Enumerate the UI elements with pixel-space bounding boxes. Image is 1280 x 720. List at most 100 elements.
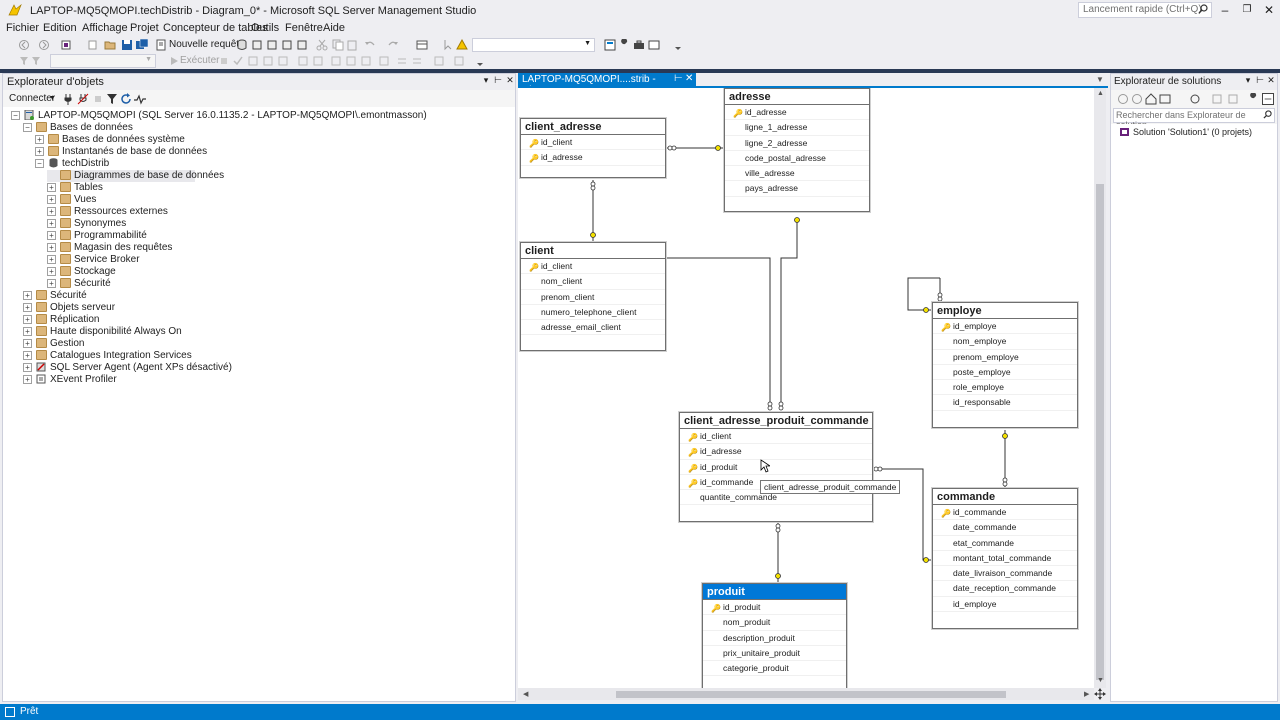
horizontal-scroll-thumb[interactable]: [616, 691, 1006, 698]
back-icon[interactable]: [1117, 93, 1129, 105]
results-grid-icon[interactable]: [416, 39, 428, 51]
table-column[interactable]: categorie_produit: [703, 661, 846, 677]
save-all-icon[interactable]: [136, 39, 148, 51]
pending-changes-icon[interactable]: [1189, 93, 1201, 105]
back-icon[interactable]: [18, 39, 30, 51]
tab-close-icon[interactable]: ✕: [685, 73, 694, 84]
table-column[interactable]: etat_commande: [933, 536, 1077, 551]
query-design-icon[interactable]: [262, 55, 274, 67]
new-query-icon[interactable]: [155, 39, 167, 51]
toolbar-options-icon[interactable]: [672, 39, 684, 51]
table-column[interactable]: date_commande: [933, 520, 1077, 536]
connect-dropdown-icon[interactable]: ▼: [49, 95, 56, 102]
expand-icon[interactable]: +: [35, 147, 44, 156]
expand-icon[interactable]: +: [47, 183, 56, 192]
available-databases-select[interactable]: ▼: [50, 54, 156, 68]
filter-icon[interactable]: [106, 93, 118, 105]
toolbar2-options-icon[interactable]: [474, 55, 486, 67]
new-project-icon[interactable]: [60, 39, 72, 51]
table-column[interactable]: id_employe: [933, 597, 1077, 613]
scroll-left-icon[interactable]: ◀: [523, 691, 529, 698]
expand-icon[interactable]: +: [47, 207, 56, 216]
diagram-canvas[interactable]: adresse 🔑id_adresse ligne_1_adresse lign…: [518, 88, 1094, 688]
table-column[interactable]: adresse_email_client: [521, 320, 665, 336]
expand-icon[interactable]: +: [23, 375, 32, 384]
cut-icon[interactable]: [316, 39, 328, 51]
save-icon[interactable]: [121, 39, 133, 51]
scroll-up-icon[interactable]: ▲: [1097, 90, 1104, 97]
pane-dropdown-icon[interactable]: ▾: [483, 75, 489, 85]
table-client-adresse-produit-commande[interactable]: client_adresse_produit_commande 🔑id_clie…: [678, 411, 874, 523]
preview-icon[interactable]: [1262, 93, 1274, 105]
table-column[interactable]: 🔑id_commande: [933, 505, 1077, 521]
table-column[interactable]: montant_total_commande: [933, 551, 1077, 567]
table-column[interactable]: nom_produit: [703, 615, 846, 631]
minimize-button[interactable]: –: [1221, 3, 1229, 17]
table-column[interactable]: prenom_client: [521, 290, 665, 305]
solution-search-input[interactable]: Rechercher dans Explorateur de solution: [1113, 108, 1275, 130]
table-column[interactable]: description_produit: [703, 631, 846, 646]
menu-projet[interactable]: Projet: [130, 22, 159, 34]
activity-monitor-icon[interactable]: [134, 93, 146, 105]
expand-icon[interactable]: +: [23, 303, 32, 312]
collapse-icon[interactable]: −: [35, 159, 44, 168]
menu-fichier[interactable]: Fichier: [6, 22, 40, 34]
table-column[interactable]: 🔑id_adresse: [680, 444, 872, 460]
expand-icon[interactable]: +: [23, 339, 32, 348]
display-plan-icon[interactable]: [247, 55, 259, 67]
refresh-icon[interactable]: [120, 93, 132, 105]
expand-icon[interactable]: +: [23, 315, 32, 324]
execute-icon[interactable]: [168, 55, 180, 67]
tab-pin-icon[interactable]: ⊢: [674, 73, 683, 84]
cursor-icon[interactable]: [442, 39, 454, 51]
table-column[interactable]: 🔑id_produit: [703, 600, 846, 616]
table-column[interactable]: prix_unitaire_produit: [703, 646, 846, 662]
dmx-query-icon[interactable]: [281, 39, 293, 51]
expand-icon[interactable]: +: [23, 363, 32, 372]
table-column[interactable]: ligne_1_adresse: [725, 120, 869, 136]
table-client-adresse[interactable]: client_adresse 🔑id_client 🔑id_adresse: [519, 117, 667, 179]
new-query-button[interactable]: Nouvelle requête: [169, 39, 245, 50]
close-pane-icon[interactable]: ✕: [1267, 75, 1275, 85]
expand-icon[interactable]: +: [47, 219, 56, 228]
expand-icon[interactable]: +: [23, 351, 32, 360]
vertical-scroll-thumb[interactable]: [1096, 184, 1104, 680]
indent-icon[interactable]: [411, 55, 423, 67]
table-column[interactable]: 🔑id_adresse: [521, 150, 665, 166]
relation-line[interactable]: [780, 218, 798, 408]
execute-button[interactable]: Exécuter: [180, 55, 220, 66]
open-file-icon[interactable]: [104, 39, 116, 51]
paste-icon[interactable]: [346, 39, 358, 51]
comment-out-icon[interactable]: [453, 55, 465, 67]
xmla-query-icon[interactable]: [296, 39, 308, 51]
menu-outils[interactable]: Outils: [251, 22, 280, 34]
client-stats-icon[interactable]: [312, 55, 324, 67]
close-pane-icon[interactable]: ✕: [506, 75, 514, 85]
connect-button[interactable]: Connecter: [9, 93, 56, 104]
forward-icon[interactable]: [38, 39, 50, 51]
table-column[interactable]: id_responsable: [933, 395, 1077, 411]
sync-icon[interactable]: [1211, 93, 1223, 105]
table-column[interactable]: nom_client: [521, 274, 665, 290]
expand-icon[interactable]: +: [47, 267, 56, 276]
tab-diagram[interactable]: LAPTOP-MQ5QMOPI....strib - Diagram_0* ⊢ …: [518, 73, 696, 96]
table-column[interactable]: 🔑id_produit: [680, 460, 872, 475]
table-column[interactable]: ligne_2_adresse: [725, 136, 869, 151]
table-column[interactable]: prenom_employe: [933, 350, 1077, 365]
specify-values-icon[interactable]: [433, 55, 445, 67]
pane-dropdown-icon[interactable]: ▾: [1245, 75, 1251, 85]
expand-icon[interactable]: +: [47, 243, 56, 252]
stop-icon[interactable]: [92, 93, 104, 105]
properties-window-icon[interactable]: [604, 39, 616, 51]
results-file-icon[interactable]: [360, 55, 372, 67]
undo-icon[interactable]: [364, 39, 376, 51]
expand-icon[interactable]: +: [47, 255, 56, 264]
collapse-icon[interactable]: −: [23, 123, 32, 132]
expand-icon[interactable]: +: [23, 291, 32, 300]
live-stats-icon[interactable]: [297, 55, 309, 67]
menu-edition[interactable]: Edition: [43, 22, 77, 34]
menu-affichage[interactable]: Affichage: [82, 22, 128, 34]
outdent-icon[interactable]: [396, 55, 408, 67]
table-column[interactable]: poste_employe: [933, 365, 1077, 381]
table-column[interactable]: role_employe: [933, 380, 1077, 396]
